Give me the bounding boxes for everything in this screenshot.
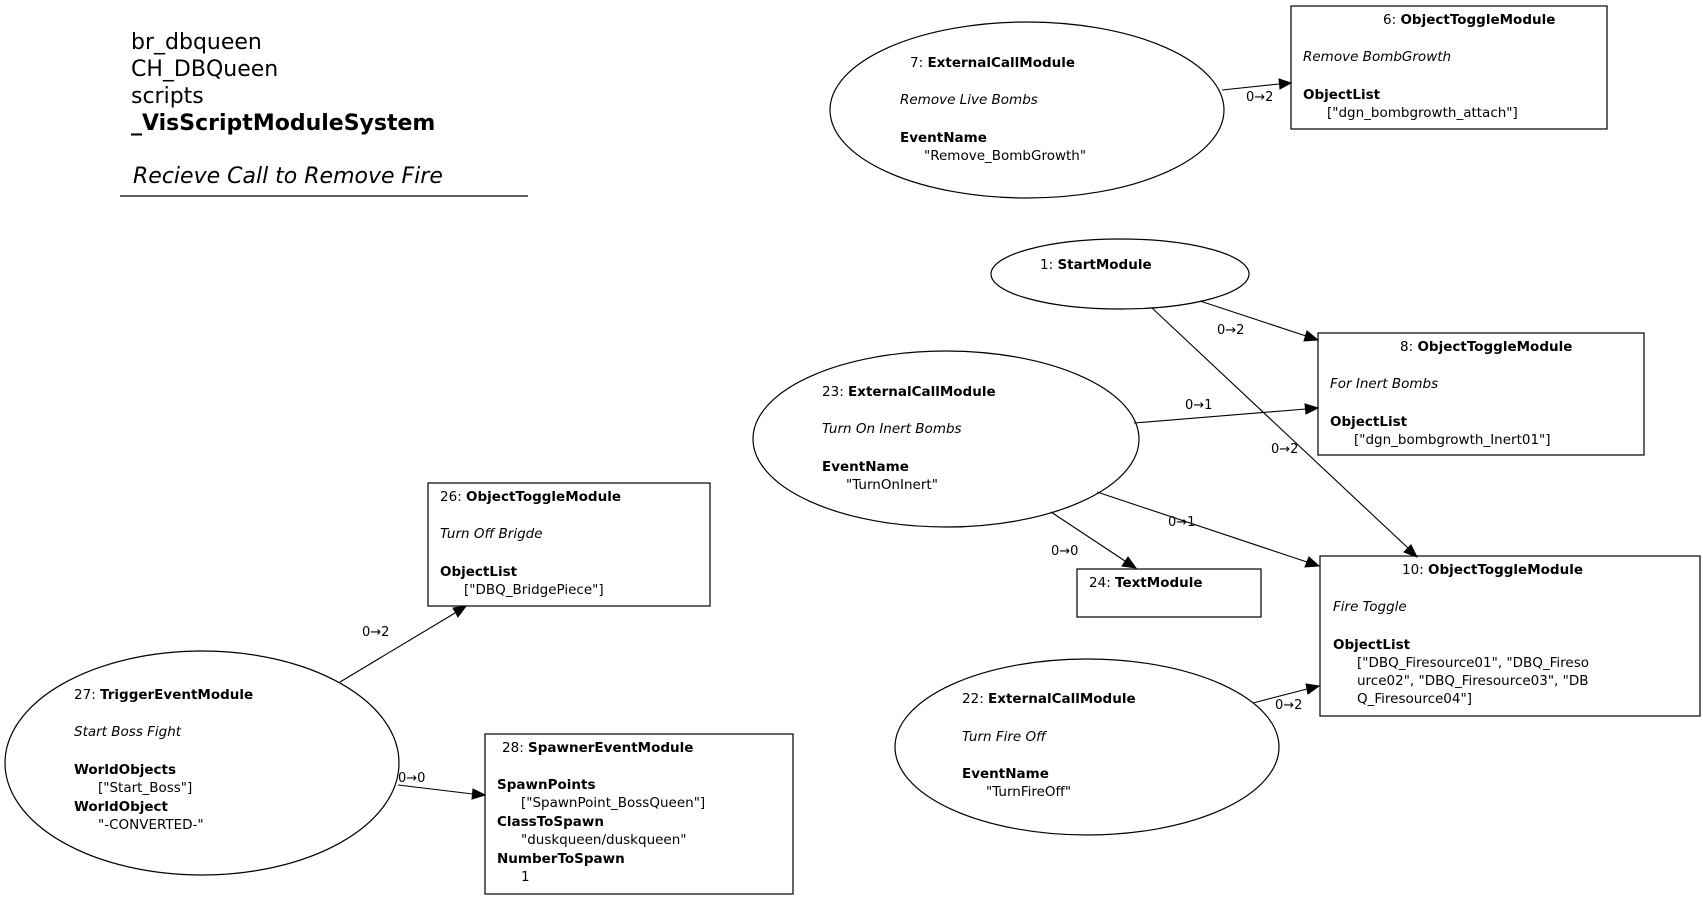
svg-text:27: TriggerEventModule: 27: TriggerEventModule — [74, 687, 253, 703]
param-value: ["SpawnPoint_BossQueen"] — [521, 795, 705, 811]
param-name: ClassToSpawn — [497, 814, 604, 830]
param-value: ["DBQ_BridgePiece"] — [464, 582, 604, 598]
edge-label: 0→2 — [1271, 442, 1298, 457]
node-26-object-toggle-module[interactable]: 26: ObjectToggleModule Turn Off Brigde O… — [427, 482, 711, 607]
edge-label: 0→0 — [1051, 544, 1078, 559]
edge-label: 0→2 — [1217, 323, 1244, 338]
edge-1-to-8[interactable]: 0→2 — [1199, 300, 1320, 342]
param-value: "Remove_BombGrowth" — [924, 148, 1086, 164]
node-comment: Fire Toggle — [1333, 599, 1407, 615]
edge-27-to-26[interactable]: 0→2 — [339, 605, 468, 683]
node-23-external-call-module[interactable]: 23: ExternalCallModule Turn On Inert Bom… — [752, 350, 1140, 528]
edge-label: 0→2 — [362, 625, 389, 640]
node-22-external-call-module[interactable]: 22: ExternalCallModule Turn Fire Off Eve… — [894, 658, 1280, 836]
svg-text:22: ExternalCallModule: 22: ExternalCallModule — [962, 691, 1136, 707]
param-value: 1 — [521, 869, 530, 885]
node-7-external-call-module[interactable]: 7: ExternalCallModule Remove Live Bombs … — [829, 21, 1225, 199]
param-value: "duskqueen/duskqueen" — [521, 832, 687, 848]
param-name: NumberToSpawn — [497, 851, 625, 867]
param-name: ObjectList — [1330, 414, 1408, 430]
param-name: ObjectList — [440, 564, 518, 580]
edge-27-to-28[interactable]: 0→0 — [397, 771, 487, 800]
header-path-line: br_dbqueen — [131, 30, 262, 55]
svg-text:28: SpawnerEventModule: 28: SpawnerEventModule — [502, 740, 693, 756]
node-comment: Turn Fire Off — [962, 729, 1047, 745]
param-value: "TurnOnInert" — [846, 477, 938, 493]
edge-label: 0→0 — [398, 771, 425, 786]
param-value: urce02", "DBQ_Firesource03", "DB — [1357, 673, 1589, 689]
param-value: "TurnFireOff" — [986, 784, 1071, 800]
param-name: EventName — [900, 130, 987, 146]
param-name: ObjectList — [1333, 637, 1411, 653]
node-comment: Remove Live Bombs — [900, 92, 1038, 108]
edge-23-to-10[interactable]: 0→1 — [1096, 491, 1321, 568]
edge-label: 0→1 — [1168, 515, 1195, 530]
node-comment: Remove BombGrowth — [1303, 49, 1451, 65]
node-27-trigger-event-module[interactable]: 27: TriggerEventModule Start Boss Fight … — [4, 650, 400, 876]
edge-label: 0→1 — [1185, 398, 1212, 413]
node-comment: Turn Off Brigde — [440, 526, 543, 542]
edge-label: 0→2 — [1246, 90, 1273, 105]
node-10-object-toggle-module[interactable]: 10: ObjectToggleModule Fire Toggle Objec… — [1319, 555, 1701, 717]
param-value: ["dgn_bombgrowth_Inert01"] — [1354, 432, 1551, 448]
edge-7-to-6[interactable]: 0→2 — [1221, 78, 1293, 105]
node-8-object-toggle-module[interactable]: 8: ObjectToggleModule For Inert Bombs Ob… — [1317, 332, 1645, 456]
header-path-line: scripts — [131, 84, 204, 109]
header-path-line: CH_DBQueen — [131, 57, 278, 82]
param-value: Q_Firesource04"] — [1357, 691, 1472, 707]
node-1-start-module[interactable]: 1: StartModule — [990, 238, 1250, 310]
graph-title: Recieve Call to Remove Fire — [133, 164, 443, 189]
svg-text:1: StartModule: 1: StartModule — [1040, 257, 1152, 273]
param-name: SpawnPoints — [497, 777, 595, 793]
svg-text:10: ObjectToggleModule: 10: ObjectToggleModule — [1402, 562, 1583, 578]
svg-text:7: ExternalCallModule: 7: ExternalCallModule — [910, 55, 1075, 71]
node-comment: Turn On Inert Bombs — [822, 421, 962, 437]
node-24-text-module[interactable]: 24: TextModule — [1076, 568, 1262, 618]
node-28-spawner-event-module[interactable]: 28: SpawnerEventModule SpawnPoints ["Spa… — [484, 733, 794, 895]
node-comment: For Inert Bombs — [1330, 376, 1438, 392]
node-6-object-toggle-module[interactable]: 6: ObjectToggleModule Remove BombGrowth … — [1290, 5, 1608, 130]
svg-text:23: ExternalCallModule: 23: ExternalCallModule — [822, 384, 996, 400]
edge-23-to-24[interactable]: 0→0 — [1050, 511, 1138, 569]
svg-text:26: ObjectToggleModule: 26: ObjectToggleModule — [440, 489, 621, 505]
param-name: EventName — [962, 766, 1049, 782]
edge-22-to-10[interactable]: 0→2 — [1252, 683, 1321, 713]
graph-header: br_dbqueen CH_DBQueen scripts _VisScript… — [120, 30, 528, 197]
header-system-name: _VisScriptModuleSystem — [131, 111, 435, 136]
param-name: WorldObjects — [74, 762, 176, 778]
edge-label: 0→2 — [1275, 698, 1302, 713]
param-name: ObjectList — [1303, 87, 1381, 103]
param-value: ["DBQ_Firesource01", "DBQ_Fireso — [1357, 655, 1589, 671]
svg-text:6: ObjectToggleModule: 6: ObjectToggleModule — [1383, 12, 1555, 28]
param-value: ["Start_Boss"] — [98, 780, 192, 796]
edges: 0→2 0→2 0→2 0→1 0→1 0→0 — [339, 78, 1419, 800]
svg-text:24: TextModule: 24: TextModule — [1089, 575, 1203, 591]
param-value: "-CONVERTED-" — [98, 817, 204, 833]
node-comment: Start Boss Fight — [74, 724, 182, 740]
param-value: ["dgn_bombgrowth_attach"] — [1327, 105, 1518, 121]
param-name: EventName — [822, 459, 909, 475]
svg-text:8: ObjectToggleModule: 8: ObjectToggleModule — [1400, 339, 1572, 355]
edge-1-to-10[interactable]: 0→2 — [1151, 307, 1419, 558]
edge-23-to-8[interactable]: 0→1 — [1133, 398, 1320, 424]
param-name: WorldObject — [74, 799, 169, 815]
